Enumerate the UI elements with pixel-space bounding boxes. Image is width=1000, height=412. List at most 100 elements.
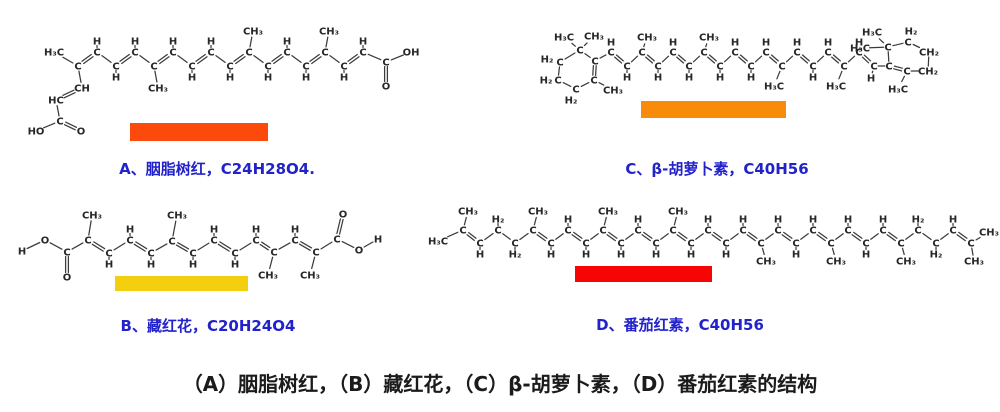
atom-label: C [669,226,676,237]
atom-label: C [762,48,769,59]
atom-label: C [283,48,290,59]
atom-label: C [564,226,571,237]
atom-label: C [93,48,100,59]
atom-label: O [382,82,391,93]
atom-label: H [607,38,615,49]
atom-label: C [312,248,319,259]
atom-label: H [879,215,887,226]
atom-label: CH₃ [603,86,623,97]
atom-label: C [582,239,589,250]
atom-label: C [704,226,711,237]
atom-label: C [809,62,816,73]
atom-label: H [809,215,817,226]
atom-label: C [591,57,598,68]
atom-label: C [700,48,707,59]
atom-label: H [634,215,642,226]
atom-label: H₂ [509,250,522,261]
atom-label: C [757,239,764,250]
atom-label: C [321,48,328,59]
atom-label: H [210,225,218,236]
atom-label: C [855,48,862,59]
atom-label: C [131,48,138,59]
atom-label: O [77,127,86,138]
atom-label: C [599,226,606,237]
atom-label: H [762,38,770,49]
atom-label: C [792,239,799,250]
atom-label: H [105,260,113,271]
atom-label: C [607,48,614,59]
atom-label: C [778,62,785,73]
atom-label: H [188,73,196,84]
atom-label: C [652,239,659,250]
atom-label: C [84,236,91,247]
label-D: D、番茄红素，C40H56 [596,316,764,334]
atom-label: C [252,236,259,247]
atom-label: C [747,62,754,73]
atom-label: C [654,62,661,73]
atom-label: C [879,226,886,237]
atom-label: H [716,73,724,84]
atom-label: CH₃ [979,228,999,239]
atom-label: CH₃ [668,207,688,218]
atom-label: H [704,215,712,226]
atom-label: H₃C [862,28,882,39]
atom-label: CH₃ [598,207,618,218]
atom-label: CH₃ [756,257,776,268]
atom-label: CH₃ [964,257,984,268]
atom-label: H [687,250,695,261]
atom-label: H₂ [905,27,918,38]
structure-A: H₃CCCHCHCHCCH₃CHCHCHCHCCH₃CHCHCHCCH₃CHCH… [28,27,420,138]
structure-D: H₃CCCH₃CHCH₂CH₂CCH₃CHCHCHCCH₃CHCHCHCCH₃C… [428,207,999,268]
atom-label: C [112,62,119,73]
atom-label: C [885,62,892,73]
atom-label: H [547,250,555,261]
atom-label: C [494,226,501,237]
atom-label: C [793,48,800,59]
atom-label: HC [48,96,64,107]
atom-label: C [904,38,911,49]
atom-label: H [264,73,272,84]
atom-label: H [617,250,625,261]
atom-label: H [652,250,660,261]
atom-label: C [226,62,233,73]
atom-label: C [63,248,70,259]
atom-label: CH₂ [918,67,938,78]
color-bar-D [575,266,712,282]
atom-label: C [302,62,309,73]
atom-label: CH₃ [584,32,604,43]
atom-label: C [547,239,554,250]
atom-label: H [809,73,817,84]
atom-label: C [74,62,81,73]
atom-label: C [824,48,831,59]
atom-label: CH₃ [528,207,548,218]
atom-label: H [340,73,348,84]
atom-label: H [147,260,155,271]
atom-label: C [245,48,252,59]
atom-label: C [556,58,563,69]
atom-label: H [685,73,693,84]
atom-label: O [63,273,72,284]
atom-label: C [270,248,277,259]
atom-label: C [739,226,746,237]
atom-label: H [18,247,26,258]
atom-label: C [862,239,869,250]
atom-label: C [210,236,217,247]
atom-label: H₂ [912,215,925,226]
atom-label: H [867,74,875,85]
atom-label: C [126,236,133,247]
atom-label: C [638,48,645,59]
atom-label: C [884,43,891,54]
atom-label: H₂ [565,96,578,107]
atom-label: O [339,210,348,221]
atom-label: C [147,249,154,260]
atom-label: C [897,239,904,250]
atom-label: H [291,225,299,236]
atom-label: C [809,226,816,237]
atom-label: H [283,37,291,48]
atom-label: H [359,37,367,48]
atom-label: C [685,62,692,73]
atom-label: H [564,215,572,226]
atom-label: C [168,237,175,248]
atom-label: C [231,249,238,260]
